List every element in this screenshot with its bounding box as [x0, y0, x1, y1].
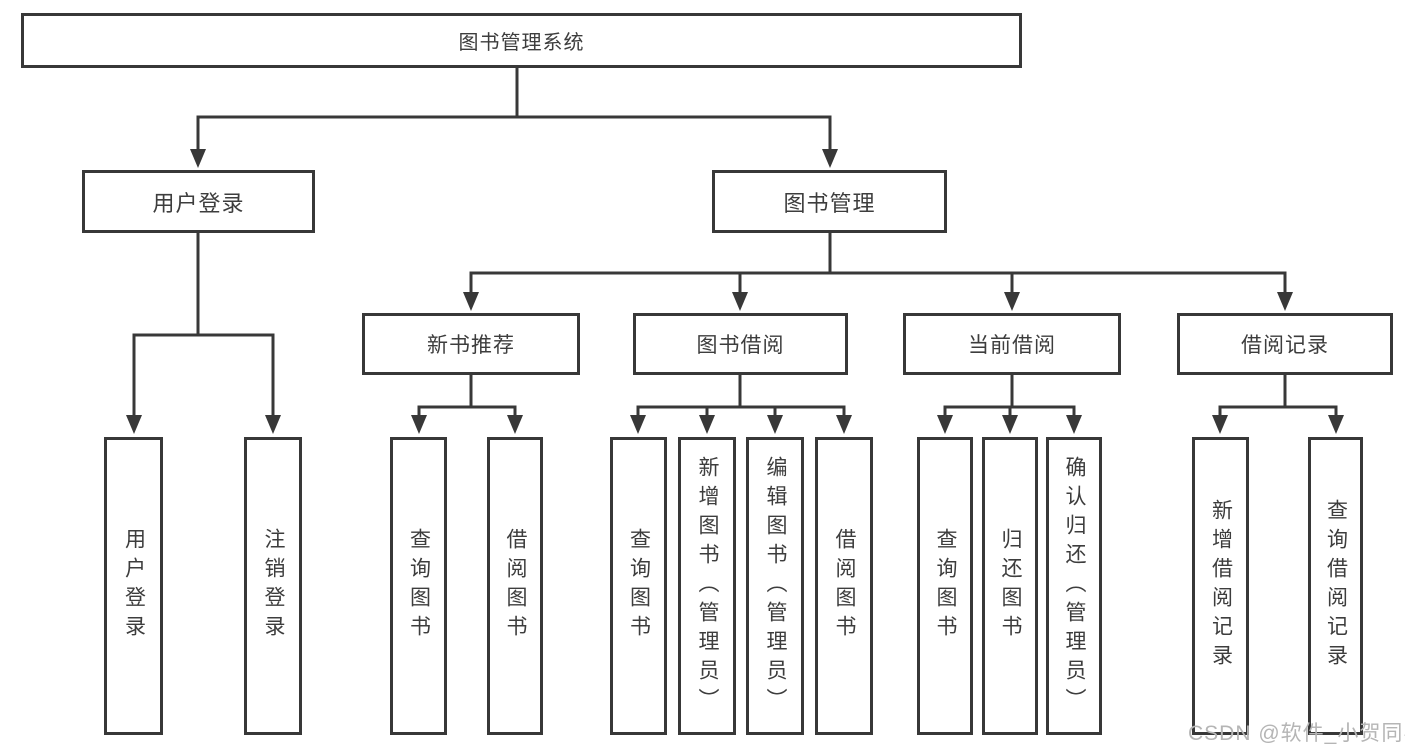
watermark-text: CSDN @软件_小贺同学: [1188, 722, 1405, 745]
leaf-current-confirm-return-admin: 确认归还（管理员）: [1046, 437, 1102, 735]
connector-login-to-leaves: [126, 233, 281, 434]
leaf-current-return-books: 归还图书: [982, 437, 1038, 735]
leaf-borrow-query-books: 查询图书: [610, 437, 667, 735]
node-book-borrow: 图书借阅: [633, 313, 848, 375]
node-current-borrow: 当前借阅: [903, 313, 1121, 375]
leaf-current-query-books: 查询图书: [917, 437, 973, 735]
leaf-logout: 注销登录: [244, 437, 302, 735]
leaf-user-login: 用户登录: [104, 437, 163, 735]
leaf-recommend-query-books: 查询图书: [390, 437, 447, 735]
connector-borrow-to-leaves: [630, 375, 852, 434]
node-user-login: 用户登录: [82, 170, 315, 233]
leaf-borrow-edit-books-admin: 编辑图书（管理员）: [746, 437, 804, 735]
node-new-book-recommend: 新书推荐: [362, 313, 580, 375]
connector-current-to-leaves: [937, 375, 1082, 434]
connector-recommend-to-leaves: [411, 375, 523, 434]
leaf-record-query-record: 查询借阅记录: [1308, 437, 1363, 735]
leaf-recommend-borrow-books: 借阅图书: [487, 437, 543, 735]
node-book-management: 图书管理: [712, 170, 947, 233]
connector-management-to-level3: [463, 233, 1293, 311]
leaf-record-add-record: 新增借阅记录: [1192, 437, 1249, 735]
node-root: 图书管理系统: [21, 13, 1022, 68]
leaf-borrow-borrow-books: 借阅图书: [815, 437, 873, 735]
leaf-borrow-add-books-admin: 新增图书（管理员）: [678, 437, 736, 735]
connector-root-to-level2: [190, 68, 838, 168]
node-borrow-records: 借阅记录: [1177, 313, 1393, 375]
connector-record-to-leaves: [1212, 375, 1344, 434]
